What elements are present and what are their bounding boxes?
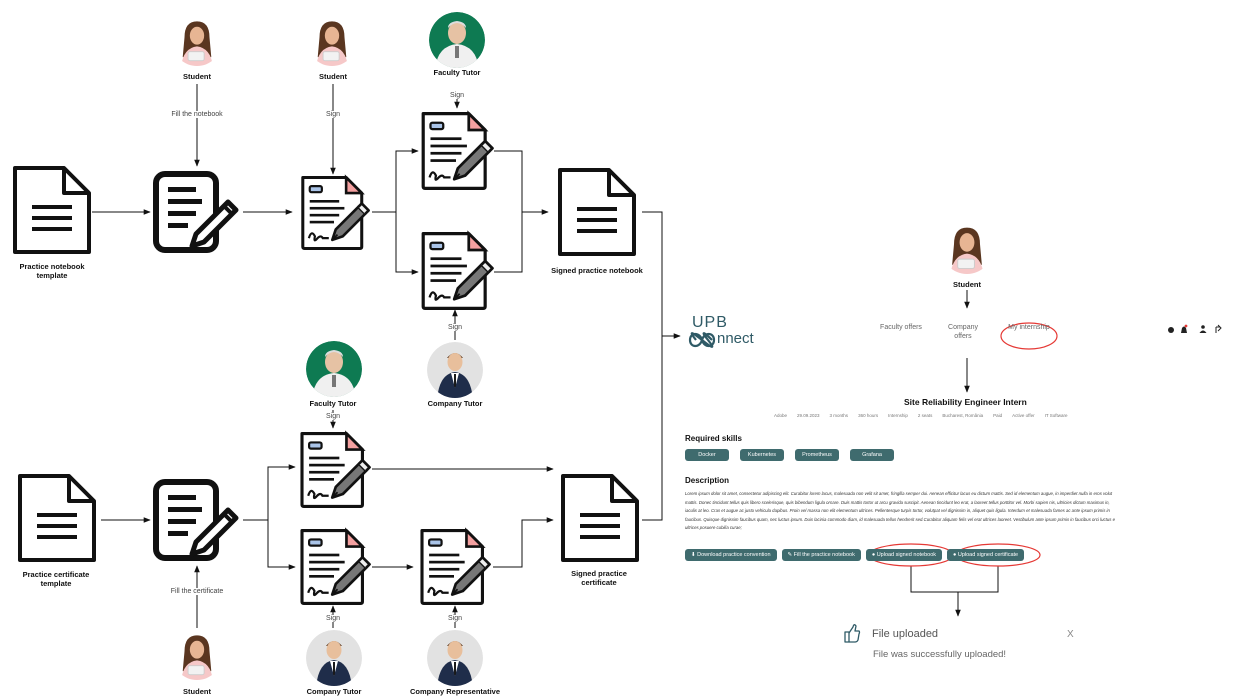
required-skills-heading: Required skills [685, 434, 742, 443]
user-icon: ● [953, 552, 957, 558]
company-representative-avatar [427, 630, 483, 688]
description-line: ultrices posuere cubilia curae; [685, 525, 742, 531]
company-tutor-avatar-2 [306, 630, 362, 688]
sign-label-2: Sign [448, 92, 466, 99]
upload-certificate-button[interactable]: ● Upload signed certificate [947, 549, 1025, 561]
meta-date: 29.09.2023 [797, 413, 820, 418]
fill-certificate-icon [156, 482, 236, 558]
faculty-tutor-label-2: Faculty Tutor [309, 399, 357, 408]
meta-company: Adobe [774, 413, 788, 418]
faculty-tutor-avatar-1 [429, 12, 485, 70]
logo-upb-text: UPB [692, 314, 728, 331]
fill-notebook-label: Fill the notebook [170, 111, 224, 118]
student-avatar-4 [941, 222, 993, 276]
company-tutor-avatar-1 [427, 342, 483, 400]
notebook-template-label: Practice notebook template [19, 262, 85, 280]
contract-icon-4 [300, 431, 372, 509]
job-title: Site Reliability Engineer Intern [904, 397, 1027, 407]
description-text: Lorem ipsum dolor sit amet, consectetur … [685, 490, 1239, 533]
skill-chip: Kubernetes [740, 449, 784, 461]
contract-icon-6 [420, 528, 492, 606]
contract-icon-2 [421, 111, 494, 191]
pencil-icon: ✎ [787, 552, 793, 558]
skill-chip: Docker [685, 449, 729, 461]
company-tutor-label-2: Company Tutor [306, 687, 362, 696]
download-icon: ⬇ [691, 552, 696, 558]
sign-label-6: Sign [446, 615, 464, 622]
faculty-tutor-avatar-2 [306, 341, 362, 399]
skills-row: Docker Kubernetes Prometheus Grafana [685, 449, 894, 461]
meta-paid: Paid [993, 413, 1003, 418]
sign-label-5: Sign [324, 615, 342, 622]
signed-notebook-label: Signed practice notebook [551, 266, 643, 275]
contract-icon-5 [300, 528, 372, 606]
sign-label-4: Sign [324, 413, 342, 420]
toast-close-button[interactable]: X [1067, 629, 1074, 640]
meta-type: Internship [888, 413, 908, 418]
fill-certificate-label: Fill the certificate [169, 588, 225, 595]
notebook-template-doc-icon [13, 166, 91, 254]
nav-faculty-offers[interactable]: Faculty offers [880, 324, 922, 331]
meta-domain: IT Software [1044, 413, 1068, 418]
fill-notebook-button-label: Fill the practice notebook [793, 552, 855, 558]
upbconnect-logo-icon [688, 332, 716, 348]
faculty-tutor-label-1: Faculty Tutor [433, 68, 481, 77]
logo-connect-text: nnect [717, 330, 754, 347]
upload-notebook-label: Upload signed notebook [876, 552, 937, 558]
my-internship-highlight [1000, 322, 1058, 350]
meta-status: Active offer [1012, 413, 1035, 418]
company-representative-label: Company Representative [409, 687, 501, 696]
download-convention-button[interactable]: ⬇ Download practice convention [685, 549, 777, 561]
company-tutor-label-1: Company Tutor [427, 399, 483, 408]
description-line: Lorem ipsum dolor sit amet, consectetur … [685, 491, 1113, 496]
signed-certificate-doc-icon [561, 474, 639, 562]
certificate-template-label: Practice certificate template [22, 570, 90, 588]
student-label-2: Student [319, 72, 347, 81]
user-icon[interactable] [1201, 325, 1205, 329]
sign-label-3: Sign [446, 324, 464, 331]
student-avatar-1 [172, 16, 222, 68]
student-avatar-3 [172, 630, 222, 682]
description-heading: Description [685, 476, 730, 485]
sign-label-1: Sign [324, 111, 342, 118]
meta-duration: 3 months [829, 413, 849, 418]
student-label-1: Student [183, 72, 211, 81]
toast-message: File was successfully uploaded! [873, 649, 1007, 660]
nav-company-offers[interactable]: Company offers [948, 324, 978, 340]
certificate-template-doc-icon [18, 474, 96, 562]
download-convention-label: Download practice convention [697, 552, 771, 558]
upload-notebook-button[interactable]: ● Upload signed notebook [865, 549, 943, 561]
signed-certificate-label: Signed practice certificate [571, 569, 627, 587]
fill-notebook-button[interactable]: ✎ Fill the practice notebook [781, 549, 861, 561]
action-buttons-row: ⬇ Download practice convention ✎ Fill th… [685, 549, 1025, 561]
student-label-3: Student [183, 687, 211, 696]
upload-certificate-label: Upload signed certificate [957, 552, 1019, 558]
description-line: iaculis at leo. Cras et augue ac justo v… [685, 508, 1110, 514]
skill-chip: Grafana [850, 449, 894, 461]
contract-icon-1 [301, 175, 371, 251]
meta-hours: 360 hours [858, 413, 879, 418]
toast-title: File uploaded [872, 628, 939, 640]
description-line: faucibus. Quisque dignissim faucibus qua… [685, 516, 1115, 522]
contract-icon-3 [421, 231, 494, 311]
job-meta-row: Adobe 29.09.2023 3 months 360 hours Inte… [774, 413, 1068, 418]
signed-notebook-doc-icon [558, 168, 636, 256]
description-line: mattis. Donec tincidunt tellus quis libe… [685, 499, 1110, 505]
meta-location: Bucharest, România [942, 413, 984, 418]
header-icons [1168, 324, 1222, 334]
thumbs-up-icon [844, 624, 861, 643]
fill-notebook-icon [156, 174, 236, 250]
nav-my-internship[interactable]: My internship [1008, 324, 1050, 331]
logout-icon[interactable] [1215, 324, 1222, 333]
student-label-4: Student [953, 280, 981, 289]
bell-icon[interactable] [1181, 326, 1187, 334]
help-icon[interactable] [1168, 327, 1174, 333]
skill-chip: Prometheus [795, 449, 839, 461]
meta-seats: 2 seats [917, 413, 933, 418]
user-icon: ● [871, 552, 876, 558]
student-avatar-2 [307, 16, 357, 68]
